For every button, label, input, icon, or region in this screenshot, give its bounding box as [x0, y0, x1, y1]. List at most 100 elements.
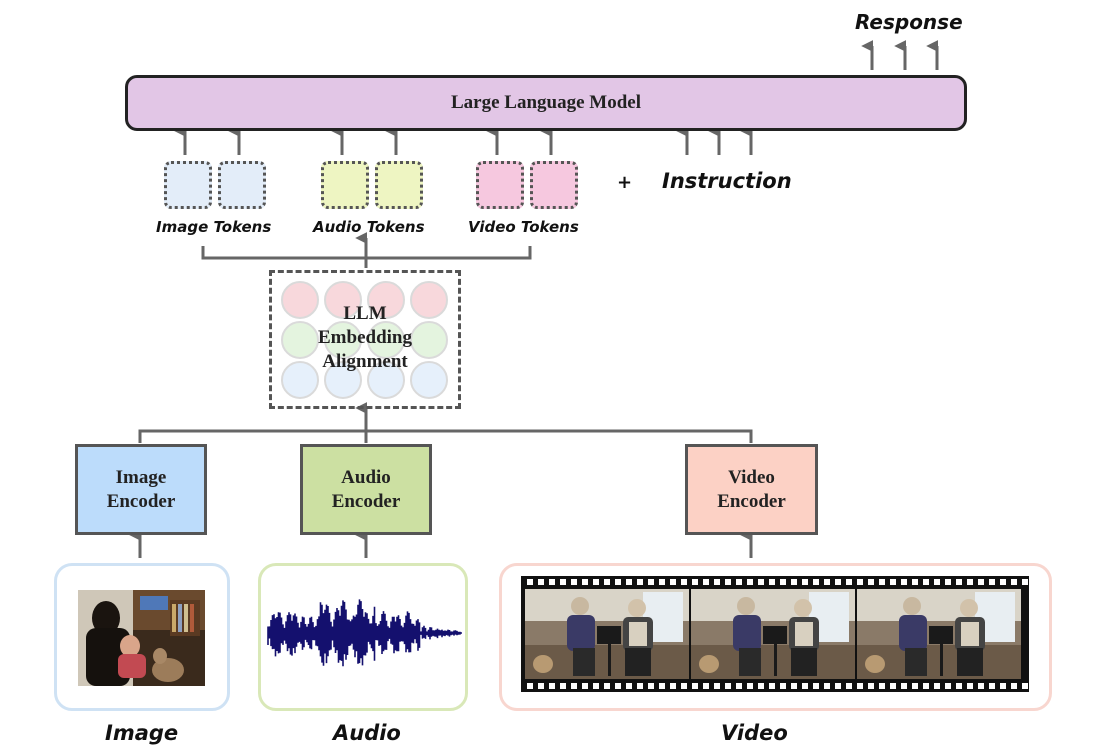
sprocket-hole [846, 683, 852, 689]
sprocket-hole [703, 579, 709, 585]
sprocket-hole [747, 579, 753, 585]
sprocket-hole [538, 579, 544, 585]
video-token [530, 161, 578, 209]
image-tokens-label: Image Tokens [156, 218, 272, 236]
sprocket-hole [769, 683, 775, 689]
alignment-circle [367, 281, 405, 319]
sprocket-hole [571, 579, 577, 585]
sprocket-hole [527, 579, 533, 585]
sprocket-hole [626, 683, 632, 689]
sprocket-hole [549, 579, 555, 585]
sprocket-hole [681, 579, 687, 585]
sprocket-hole [648, 579, 654, 585]
alignment-circle [281, 281, 319, 319]
sprocket-hole [802, 683, 808, 689]
sprocket-hole [659, 579, 665, 585]
sprocket-hole [857, 683, 863, 689]
sprocket-hole [714, 579, 720, 585]
sprocket-hole [593, 683, 599, 689]
image-encoder: Image Encoder [75, 444, 207, 535]
sprocket-hole [857, 579, 863, 585]
sprocket-hole [802, 579, 808, 585]
audio-token [321, 161, 369, 209]
sprocket-hole [967, 579, 973, 585]
video-token [476, 161, 524, 209]
sprocket-hole [868, 683, 874, 689]
sprocket-hole [637, 579, 643, 585]
sprocket-hole [549, 683, 555, 689]
sprocket-hole [1011, 683, 1017, 689]
large-language-model-block: Large Language Model [125, 75, 967, 131]
sprocket-hole [824, 579, 830, 585]
alignment-circles [281, 281, 448, 399]
alignment-circle [324, 361, 362, 399]
sprocket-hole [1011, 579, 1017, 585]
audio-waveform [267, 599, 462, 667]
video-input-frame [499, 563, 1052, 711]
sprocket-hole [604, 683, 610, 689]
sprocket-hole [1000, 683, 1006, 689]
audio-token [375, 161, 423, 209]
plus-sign: + [617, 172, 633, 193]
sprocket-hole [868, 579, 874, 585]
sprocket-hole [725, 683, 731, 689]
sprocket-hole [890, 683, 896, 689]
sprocket-hole [835, 579, 841, 585]
sprocket-hole [593, 579, 599, 585]
sprocket-hole [846, 579, 852, 585]
sprocket-hole [714, 683, 720, 689]
encoders-to-alignment-connector [138, 429, 753, 443]
sprocket-hole [582, 683, 588, 689]
sprocket-hole [736, 683, 742, 689]
sprocket-hole [912, 683, 918, 689]
film-frame [525, 589, 689, 679]
sprocket-hole [604, 579, 610, 585]
sprocket-hole [791, 683, 797, 689]
video-tokens-label: Video Tokens [468, 218, 579, 236]
sprocket-hole [681, 683, 687, 689]
sprocket-hole [879, 683, 885, 689]
sprocket-hole [791, 579, 797, 585]
sprocket-hole [582, 579, 588, 585]
sprocket-hole [648, 683, 654, 689]
sprocket-hole [769, 579, 775, 585]
sprocket-hole [780, 683, 786, 689]
sprocket-hole [560, 683, 566, 689]
sprocket-hole [912, 579, 918, 585]
sprocket-hole [637, 683, 643, 689]
sprocket-hole [538, 683, 544, 689]
sprocket-hole [967, 683, 973, 689]
sprocket-hole [989, 683, 995, 689]
sprocket-hole [758, 683, 764, 689]
sprocket-hole [901, 683, 907, 689]
sprocket-hole [1022, 683, 1028, 689]
sprocket-hole [1022, 579, 1028, 585]
sprocket-hole [670, 579, 676, 585]
video-input-label: Video [721, 721, 788, 745]
sprocket-hole [725, 579, 731, 585]
embedding-alignment-label: LLM Embedding Alignment [318, 303, 412, 372]
film-frame [691, 589, 855, 679]
sprocket-hole [956, 683, 962, 689]
embedding-alignment-block [269, 270, 461, 409]
audio-input-label: Audio [333, 721, 401, 745]
sprocket-hole [571, 683, 577, 689]
alignment-circle [410, 281, 448, 319]
sprocket-hole [923, 683, 929, 689]
alignment-circle [410, 361, 448, 399]
instruction-label: Instruction [662, 169, 792, 193]
alignment-circle [367, 321, 405, 359]
sprocket-hole [945, 683, 951, 689]
alignment-circle [324, 321, 362, 359]
sprocket-hole [736, 579, 742, 585]
response-label: Response [855, 10, 963, 34]
image-thumbnail [78, 590, 205, 686]
sprocket-hole [747, 683, 753, 689]
image-input-label: Image [105, 721, 179, 745]
video-filmstrip [521, 576, 1029, 692]
sprocket-hole [527, 683, 533, 689]
sprocket-hole [923, 579, 929, 585]
sprocket-hole [813, 683, 819, 689]
sprocket-hole [813, 579, 819, 585]
